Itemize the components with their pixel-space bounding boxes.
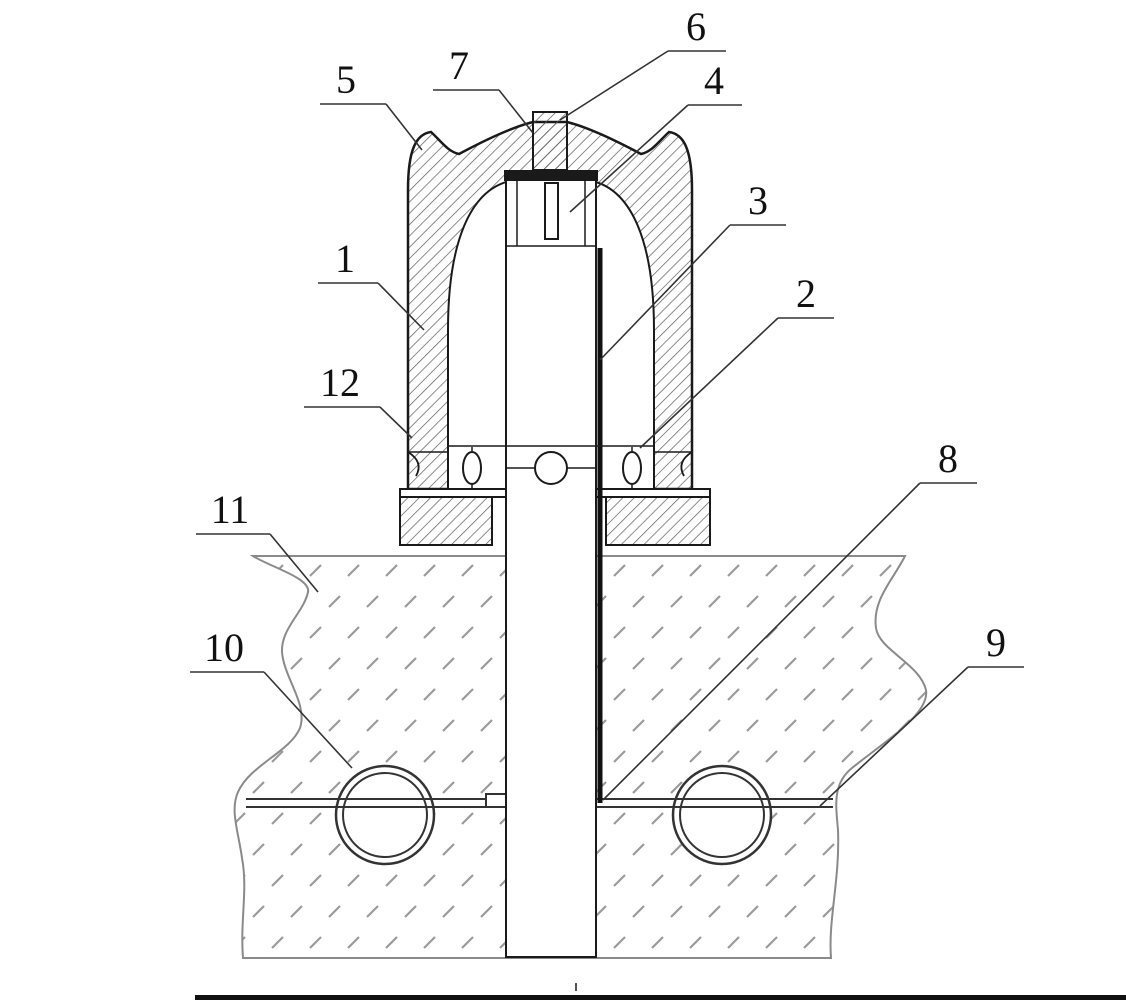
leader-line-2 xyxy=(639,317,779,449)
pipe-left-inner xyxy=(342,772,428,858)
stem-slot xyxy=(544,182,559,240)
label-2: 2 xyxy=(639,271,834,449)
page-bottom-rule xyxy=(195,995,1126,1000)
leader-line-11 xyxy=(269,533,319,593)
tube-body xyxy=(506,180,596,958)
bolt-hole-left xyxy=(462,451,482,485)
pipe-left-outer xyxy=(334,764,436,866)
label-text-6: 6 xyxy=(686,4,706,49)
leader-line-8 xyxy=(602,482,921,801)
label-4: 4 xyxy=(569,58,742,213)
pipe-right-outer xyxy=(671,764,773,866)
label-text-12: 12 xyxy=(320,360,360,405)
label-text-9: 9 xyxy=(986,620,1006,665)
flange-assembly xyxy=(399,447,711,546)
label-text-4: 4 xyxy=(704,58,724,103)
leader-line-6 xyxy=(559,50,669,121)
gland-groove-left xyxy=(407,451,420,477)
label-text-7: 7 xyxy=(449,43,469,88)
tube-port-circle xyxy=(534,451,568,485)
leader-line-5 xyxy=(385,103,423,151)
label-5: 5 xyxy=(320,57,423,151)
cap-bar xyxy=(504,170,598,181)
label-text-5: 5 xyxy=(336,57,356,102)
leader-line-7 xyxy=(498,89,534,134)
label-11: 11 xyxy=(196,487,319,593)
leader-line-9 xyxy=(819,666,969,807)
leader-line-12 xyxy=(379,406,413,439)
leader-line-10 xyxy=(263,671,353,769)
leader-line-4 xyxy=(569,104,689,213)
label-6: 6 xyxy=(559,4,726,121)
leader-line-3 xyxy=(599,224,731,361)
label-7: 7 xyxy=(433,43,534,134)
label-text-11: 11 xyxy=(211,487,250,532)
base-block-right xyxy=(605,496,711,546)
label-9: 9 xyxy=(819,620,1024,807)
label-text-1: 1 xyxy=(335,236,355,281)
base-block-left xyxy=(399,496,493,546)
label-1: 1 xyxy=(318,236,425,331)
label-8: 8 xyxy=(602,436,977,801)
leader-line-1 xyxy=(377,282,425,331)
anchor-plate-left xyxy=(485,793,507,808)
label-text-10: 10 xyxy=(204,625,244,670)
label-12: 12 xyxy=(304,360,413,439)
bolt-hole-right xyxy=(622,451,642,485)
gland-groove-right xyxy=(680,451,693,477)
label-text-8: 8 xyxy=(938,436,958,481)
stem-top-hatched xyxy=(532,111,568,171)
label-text-3: 3 xyxy=(748,178,768,223)
label-10: 10 xyxy=(190,625,353,769)
pipe-right-inner xyxy=(679,772,765,858)
label-text-2: 2 xyxy=(796,271,816,316)
stem-tube xyxy=(448,111,654,958)
label-3: 3 xyxy=(599,178,786,361)
